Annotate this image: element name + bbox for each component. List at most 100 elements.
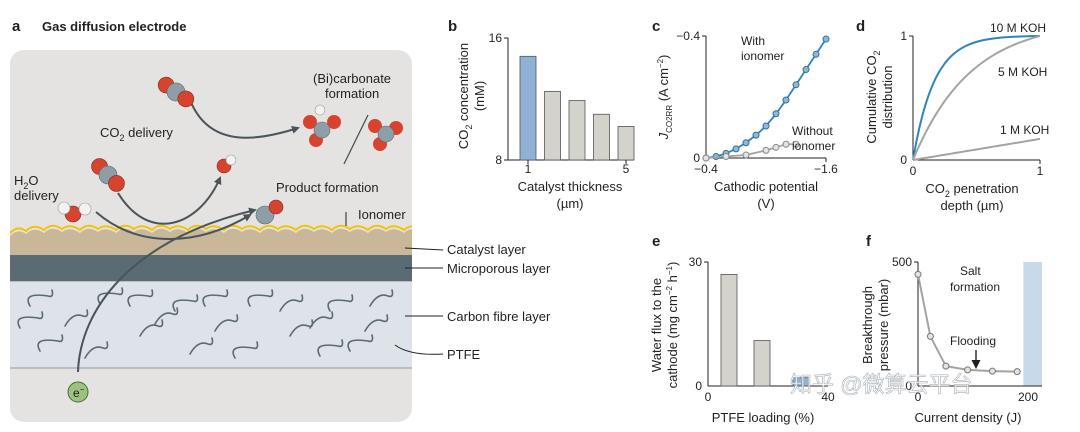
c-point [792, 140, 800, 148]
electron-path-arrow [77, 207, 257, 373]
carbon-fibre [214, 314, 239, 332]
oxygen-atom [303, 115, 317, 129]
f-ylabel-2: pressure (mbar) [876, 279, 891, 371]
h2o-label-h: H [14, 173, 23, 188]
h2o-path-arrow [95, 211, 252, 240]
b-xtick-label: 5 [623, 162, 630, 176]
co2-delivery-arrow [189, 99, 300, 139]
f-point [914, 270, 922, 278]
c-point [742, 151, 750, 159]
h2o-label-sub: 2 [23, 181, 28, 191]
carbon-fibre [17, 311, 44, 329]
oxygen-atom [368, 119, 382, 133]
h2o-delivery-label: delivery [14, 188, 59, 203]
svg-text:CO2 delivery: CO2 delivery [100, 125, 173, 143]
b-ytick-label: 8 [495, 153, 502, 167]
d-xlabel-2: penetration [950, 181, 1019, 196]
e-ytick-label: 30 [689, 255, 703, 269]
e-bar [792, 377, 810, 387]
c-point [702, 154, 710, 162]
carbon-fibre [189, 337, 214, 355]
d-curve-label-5m: 5 M KOH [998, 65, 1047, 79]
d-ylabel-1: Cumulative CO [864, 55, 879, 143]
microporous-layer [10, 255, 412, 281]
svg-text:cathode (mg cm−2 h−1): cathode (mg cm−2 h−1) [665, 262, 680, 389]
electron-icon [67, 381, 89, 403]
c-ylabel-rest: (A cm [656, 68, 671, 105]
co2-delivery-rest: delivery [125, 125, 174, 140]
d-ylabel-2: distribution [880, 66, 895, 129]
c-with-label-2: ionomer [741, 49, 784, 63]
carbon-fibre [97, 287, 124, 305]
hydrogen-atom [225, 154, 237, 166]
c-ylabel-sub: CO2RR [665, 105, 674, 133]
co2-molecule [91, 158, 125, 192]
carbon-fibre [327, 294, 354, 312]
bicarbonate-label-2: formation [325, 86, 379, 101]
carbon-fibre [309, 311, 334, 329]
bicarbonate-molecule [303, 104, 341, 147]
b-xlabel-2: (µm) [557, 196, 584, 211]
f-salt-region [1023, 262, 1042, 386]
electron-label: e [73, 386, 80, 400]
f-ytick-label: 500 [892, 255, 912, 269]
d-xtick-label: 1 [1037, 164, 1044, 178]
panel-f-letter: f [866, 233, 872, 250]
oxygen-atom [327, 115, 341, 129]
c-point [742, 139, 750, 147]
carbon-fibre-layer-label: Carbon fibre layer [447, 309, 551, 324]
c-point [722, 152, 730, 160]
d-curve [912, 35, 1041, 161]
microporous-layer-label: Microporous layer [447, 261, 551, 276]
f-xtick-label: 200 [1018, 390, 1038, 404]
c-with-label-1: With [741, 34, 765, 48]
b-ylabel-1: CO [456, 130, 471, 150]
c-ylabel-sup: −2 [656, 58, 665, 68]
c-point [782, 96, 790, 104]
c-xlabel-2: (V) [757, 196, 774, 211]
f-ylabel-1: Breakthrough [860, 286, 875, 364]
d-curve [912, 35, 1041, 161]
ionomer-layer [10, 224, 412, 234]
e-ylabel-sup2: −1 [665, 265, 674, 275]
electron-superscript: − [80, 385, 85, 394]
co2-to-catalyst-arrow [117, 176, 222, 225]
f-ytick-label: 0 [905, 379, 912, 393]
svg-text:Cumulative CO2: Cumulative CO2 [864, 50, 882, 143]
f-salt-label-2: formation [950, 280, 1000, 294]
d-xtick-label: 0 [910, 164, 917, 178]
panel-b-letter: b [448, 18, 457, 35]
carbonate-molecule [368, 119, 403, 151]
carbon-fibre [139, 319, 164, 337]
d-xlabel-1: CO [925, 181, 945, 196]
f-salt-label-1: Salt [960, 264, 981, 278]
b-ylabel-2: concentration [456, 43, 471, 125]
c-xtick-label: −1.6 [814, 162, 838, 176]
svg-text:e−: e− [73, 385, 85, 400]
b-bar [519, 55, 537, 161]
oxygen-atom [108, 175, 125, 192]
catalyst-layer [10, 228, 412, 255]
d-ytick-label: 0 [900, 153, 907, 167]
hydroxide-molecule [216, 154, 237, 174]
carbon-fibre [127, 289, 154, 307]
carbon-fibre [154, 307, 179, 325]
c-point [782, 140, 790, 148]
h2o-molecule [57, 201, 92, 223]
d-curve-label-1m: 1 M KOH [1000, 123, 1049, 137]
catalyst-layer-label: Catalyst layer [447, 242, 526, 257]
e-ylabel-4: ) [665, 262, 680, 266]
svg-text:CO2 concentration: CO2 concentration [456, 43, 474, 149]
f-xlabel: Current density (J) [915, 410, 1022, 425]
b-bar [544, 90, 561, 161]
e-ylabel-sup: −2 [665, 285, 674, 295]
d-xlabel-sub: 2 [945, 189, 950, 199]
c-point [732, 145, 740, 153]
f-series-line [917, 274, 1018, 373]
e-ylabel-2: cathode (mg cm [665, 295, 680, 388]
e-ytick-label: 0 [695, 379, 702, 393]
e-ylabel-3: h [665, 275, 680, 286]
e-xlabel: PTFE loading (%) [712, 410, 815, 425]
